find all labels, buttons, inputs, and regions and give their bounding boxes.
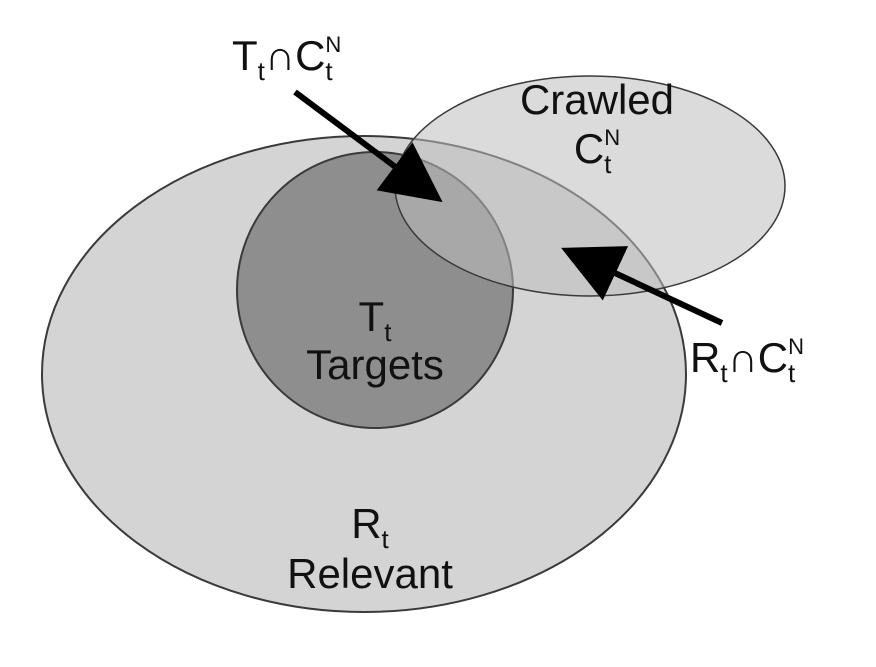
relevant-set-name: Relevant	[287, 550, 453, 597]
targets-crawled-arrow	[293, 89, 443, 203]
relevant-crawled-arrow	[561, 246, 724, 326]
crawled-set-name: Crawled	[520, 76, 674, 123]
targets-set-symbol: Tt	[359, 293, 393, 347]
targets-set-name: Targets	[306, 341, 444, 388]
relevant-set-symbol: Rt	[351, 500, 389, 554]
